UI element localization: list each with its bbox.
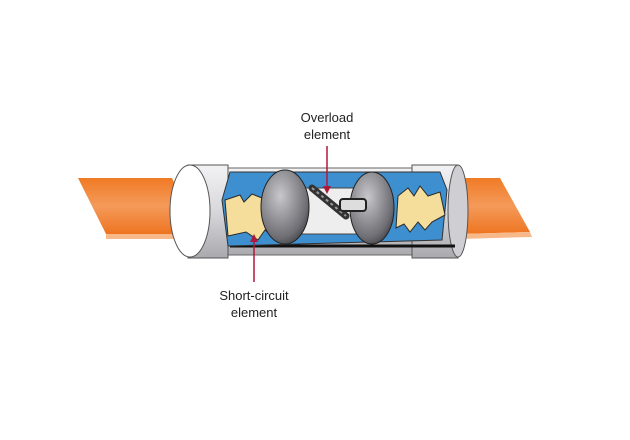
right-sand-filler <box>395 185 446 233</box>
overload-arrowhead <box>323 186 331 194</box>
right-copper-terminal <box>460 178 530 234</box>
left-disc <box>260 169 310 245</box>
left-copper-terminal <box>78 178 198 234</box>
overload-label-line2: element <box>304 127 351 142</box>
left-cap-end <box>169 164 211 258</box>
right-copper-edge <box>460 232 532 239</box>
overload-label-line1: Overload <box>301 110 354 125</box>
short-circuit-label-line2: element <box>231 305 278 320</box>
short-circuit-arrowhead <box>250 234 258 242</box>
right-cap-end <box>447 164 469 258</box>
solder-connector <box>339 198 367 212</box>
spring-coils <box>311 187 347 217</box>
short-circuit-label-line1: Short-circuit <box>219 288 289 303</box>
